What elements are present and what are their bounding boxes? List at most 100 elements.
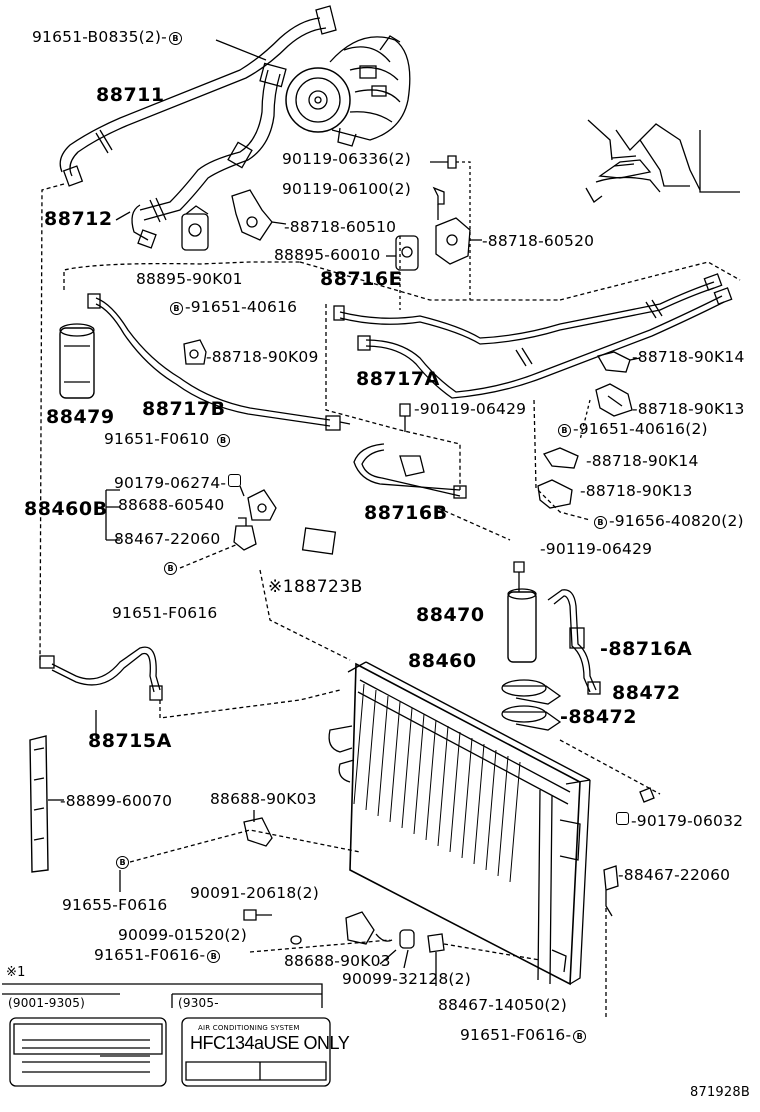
grommet-90099-32128 (399, 929, 415, 949)
diagram-code: 871928B (690, 1085, 750, 1100)
part-label-91655-f0616: 91655-F0616 (62, 896, 168, 914)
part-label-88718-90k09: -88718-90K09 (206, 348, 319, 366)
part-label-88716e: 88716E (320, 268, 403, 290)
seal-88899-60070 (29, 735, 49, 873)
condenser-fin (425, 719, 437, 841)
part-label-88472-b: -88472 (560, 706, 637, 728)
part-label-88718-90k14-a: -88718-90K14 (632, 348, 745, 366)
clamp-88895-60010 (386, 235, 419, 271)
part-label-90099-32128: 90099-32128(2) (342, 970, 471, 988)
condenser-fin (461, 737, 473, 859)
condenser-fin (485, 749, 497, 871)
label-plate-88723b (301, 527, 337, 555)
part-label-88716b: 88716B (364, 502, 448, 524)
bracket-88718-60520 (435, 217, 482, 265)
pipe-88717a (357, 287, 733, 399)
sticker-left (9, 1017, 167, 1087)
condenser-fin (473, 743, 485, 865)
part-label-88717a: 88717A (356, 368, 440, 390)
sticker-right (181, 1017, 331, 1087)
condenser-88460 (328, 661, 591, 986)
part-label-90099-01520: 90099-01520(2) (118, 926, 247, 944)
part-label-88467-14050: 88467-14050(2) (438, 996, 567, 1014)
part-label-91651-f0610: 91651-F0610 B (104, 430, 232, 448)
pipe-88716b (353, 443, 467, 499)
part-label-91651-b0835: 91651-B0835(2)-B (32, 28, 184, 46)
hose-88711 (59, 5, 337, 187)
part-label-88467-22060-a: 88467-22060 (114, 530, 221, 548)
bolt-marker-icon: B (168, 32, 182, 45)
clamp-88718-60510 (231, 189, 287, 241)
part-label-88460: 88460 (408, 650, 477, 672)
bracket-88472-lower (501, 705, 562, 731)
part-label-91651-f0616-b: 91651-F0616-B (94, 946, 222, 964)
hose-88712 (131, 62, 287, 249)
condenser-fin (497, 755, 509, 877)
part-label-88718-60520: -88718-60520 (482, 232, 595, 250)
bolt-marker-icon: B (573, 1030, 587, 1043)
part-label-88688-60540: 88688-60540 (118, 496, 225, 514)
clamp-88718-90k14-lower (543, 447, 579, 469)
bracket-88472-upper (501, 679, 562, 705)
part-label-88717b: 88717B (142, 398, 226, 420)
part-label-91651-f0616-c: 91651-F0616-B (460, 1026, 588, 1044)
part-label-90091-20618: 90091-20618(2) (190, 884, 319, 902)
part-label-88716a: -88716A (600, 638, 693, 660)
clamp-88718-90k14-upper (597, 351, 641, 373)
bracket-88688-90k03-upper (243, 810, 273, 847)
part-label-91651-40616-2: B-91651-40616(2) (556, 420, 708, 438)
condenser-fin (437, 725, 449, 847)
sticker-right-header: AIR CONDITIONING SYSTEM (198, 1024, 300, 1032)
part-label-88712: 88712 (44, 208, 113, 230)
part-label-88899-60070: -88899-60070 (60, 792, 173, 810)
condenser-fin (353, 683, 365, 805)
pipe-88715a (39, 646, 163, 701)
bolt-marker-icon: B (164, 562, 177, 575)
bushing-88467-14050 (427, 933, 445, 953)
pipe-88717b (87, 293, 351, 431)
condenser-fin (365, 689, 377, 811)
legend-range-left: (9001-9305) (8, 996, 85, 1010)
condenser-fin (377, 695, 389, 817)
compressor-drawing (285, 35, 411, 147)
bolt-marker-icon: B (170, 302, 183, 315)
part-label-88711: 88711 (96, 84, 165, 106)
part-label-91651-f0616-a: 91651-F0616 (112, 604, 218, 622)
part-label-88895-60010: 88895-60010 (274, 246, 381, 264)
condenser-fin (389, 701, 401, 823)
part-label-90179-06274: 90179-06274- (114, 474, 243, 492)
part-label-88688-90k03-b: 88688-90K03 (284, 952, 391, 970)
part-label-88715a: 88715A (88, 730, 172, 752)
bolt-marker-icon: B (594, 516, 607, 529)
part-label-88718-60510: -88718-60510 (284, 218, 397, 236)
condenser-fin (401, 707, 413, 829)
engine-bay-outline (585, 119, 740, 203)
part-label-90119-06429-b: -90119-06429 (540, 540, 653, 558)
part-label-88467-22060-b: -88467-22060 (618, 866, 731, 884)
dryer-88470 (507, 561, 537, 663)
condenser-fins (353, 683, 521, 883)
part-label-88470: 88470 (416, 604, 485, 626)
bracket-88688-90k03-lower (345, 911, 393, 945)
part-label-88472-a: 88472 (612, 682, 681, 704)
sticker-right-text: HFC134aUSE ONLY (190, 1033, 350, 1053)
receiver-88479 (59, 323, 95, 399)
part-label-88688-90k03-a: 88688-90K03 (210, 790, 317, 808)
bolt-marker-icon: B (558, 424, 571, 437)
legend-mark: ※1 (6, 965, 26, 980)
legend-range-right: (9305- (178, 996, 219, 1010)
bracket-88460b (105, 485, 277, 569)
pipe-88716e (333, 273, 723, 345)
part-label-90119-06100: 90119-06100(2) (282, 180, 411, 198)
clamp-88895-90k01 (181, 205, 209, 251)
pipe-88716a (547, 589, 601, 695)
clamp-88718-90k09 (183, 339, 207, 365)
part-label-88718-90k14-b: -88718-90K14 (586, 452, 699, 470)
nut-marker-icon (228, 474, 242, 487)
condenser-fin (449, 731, 461, 853)
part-label-88460b: 88460B (24, 498, 108, 520)
condenser-fin (413, 713, 425, 835)
part-label-90179-06032: -90179-06032 (614, 812, 743, 830)
